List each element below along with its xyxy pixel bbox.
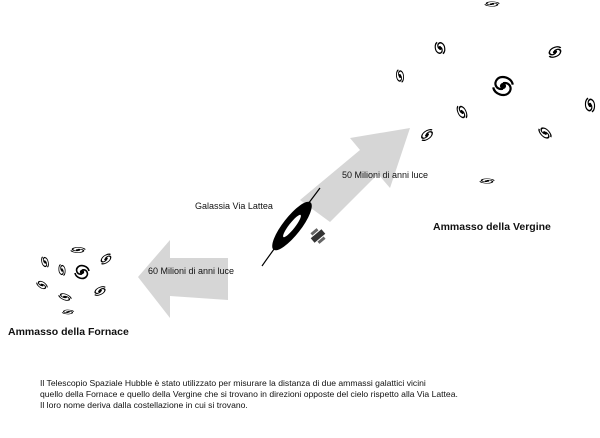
spiral-galaxy-icon	[432, 39, 448, 57]
spiral-galaxy-icon	[479, 177, 495, 185]
spiral-galaxy-icon	[74, 264, 90, 280]
fornax-cluster-title: Ammasso della Fornace	[8, 326, 129, 338]
spiral-galaxy-icon	[57, 263, 67, 277]
spiral-galaxy-icon	[492, 75, 514, 97]
spiral-galaxy-icon	[484, 0, 500, 8]
arrow-to-fornax	[138, 240, 228, 318]
caption-line: Il loro nome deriva dalla costellazione …	[40, 400, 248, 410]
hubble-telescope-icon	[310, 228, 326, 244]
caption-line: quello della Fornace e quello della Verg…	[40, 389, 458, 399]
spiral-galaxy-icon	[70, 246, 86, 254]
spiral-galaxy-icon	[545, 43, 565, 61]
spiral-galaxy-icon	[536, 124, 554, 142]
spiral-galaxy-icon	[35, 278, 49, 292]
spiral-galaxy-icon	[418, 126, 436, 144]
virgo-distance-label: 50 Milioni di anni luce	[342, 170, 429, 180]
spiral-galaxy-icon	[583, 96, 597, 114]
virgo-cluster-title: Ammasso della Vergine	[433, 221, 551, 233]
milky-way-label: Galassia Via Lattea	[195, 201, 273, 211]
caption: Il Telescopio Spaziale Hubble è stato ut…	[40, 378, 458, 411]
milky-way-galaxy-icon	[261, 187, 321, 267]
spiral-galaxy-icon	[61, 309, 75, 315]
spiral-galaxy-icon	[98, 251, 114, 267]
spiral-galaxy-icon	[92, 284, 108, 298]
arrow-to-virgo	[300, 128, 410, 222]
spiral-galaxy-icon	[57, 291, 73, 303]
fornax-distance-label: 60 Milioni di anni luce	[148, 266, 235, 276]
caption-line: Il Telescopio Spaziale Hubble è stato ut…	[40, 378, 426, 388]
spiral-galaxy-icon	[39, 255, 51, 269]
spiral-galaxy-icon	[394, 68, 406, 84]
spiral-galaxy-icon	[454, 103, 470, 121]
